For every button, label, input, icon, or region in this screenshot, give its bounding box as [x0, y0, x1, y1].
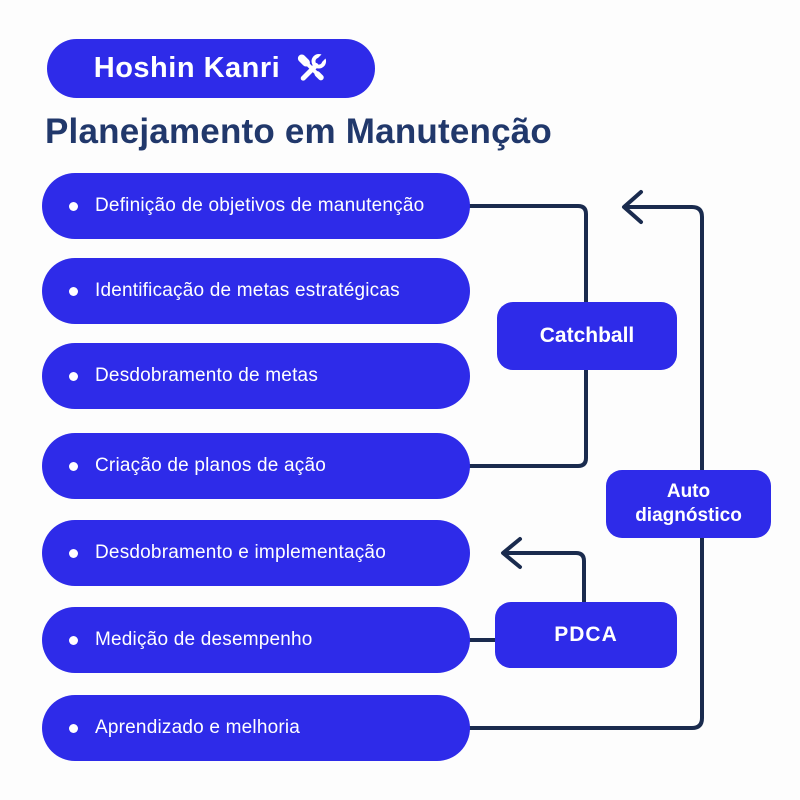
step-label: Aprendizado e melhoria — [95, 717, 301, 738]
auto-diagnostico-label-box: Auto diagnóstico — [606, 470, 771, 538]
step-box-6: Medição de desempenho — [42, 607, 470, 673]
feedback-arrowhead — [622, 190, 643, 224]
pdca-loop-line — [505, 551, 586, 604]
catchball-label-box: Catchball — [497, 302, 677, 370]
catchball-label: Catchball — [539, 324, 635, 347]
step-label: Desdobramento de metas — [95, 365, 319, 386]
step-label: Desdobramento e implementação — [95, 542, 386, 563]
step-label: Definição de objetivos de manutenção — [95, 195, 425, 216]
step-label: Criação de planos de ação — [95, 455, 327, 476]
hoshin-kanri-badge: Hoshin Kanri — [47, 39, 375, 98]
step-label: Identificação de metas estratégicas — [95, 280, 400, 301]
feedback-loop-line — [468, 205, 704, 730]
step-box-2: Identificação de metas estratégicas — [42, 258, 470, 324]
step-box-3: Desdobramento de metas — [42, 343, 470, 409]
tools-icon — [298, 51, 329, 81]
step-box-4: Criação de planos de ação — [42, 433, 470, 499]
bullet-dot — [69, 461, 78, 471]
bullet-dot — [69, 635, 78, 645]
pdca-label: PDCA — [554, 623, 618, 646]
auto-diagnostico-label: Auto diagnóstico — [635, 481, 742, 526]
step-box-1: Definição de objetivos de manutenção — [42, 173, 470, 239]
step-box-5: Desdobramento e implementação — [42, 520, 470, 586]
bullet-dot — [69, 548, 78, 558]
badge-label: Hoshin Kanri — [93, 52, 281, 84]
step-label: Medição de desempenho — [95, 629, 313, 650]
pdca-arrowhead — [501, 537, 522, 569]
pdca-label-box: PDCA — [495, 602, 677, 668]
bullet-dot — [69, 723, 78, 733]
bullet-dot — [69, 371, 78, 381]
bullet-dot — [69, 201, 78, 211]
bullet-dot — [69, 286, 78, 296]
page-title: Planejamento em Manutenção — [45, 112, 552, 151]
step-box-7: Aprendizado e melhoria — [42, 695, 470, 761]
